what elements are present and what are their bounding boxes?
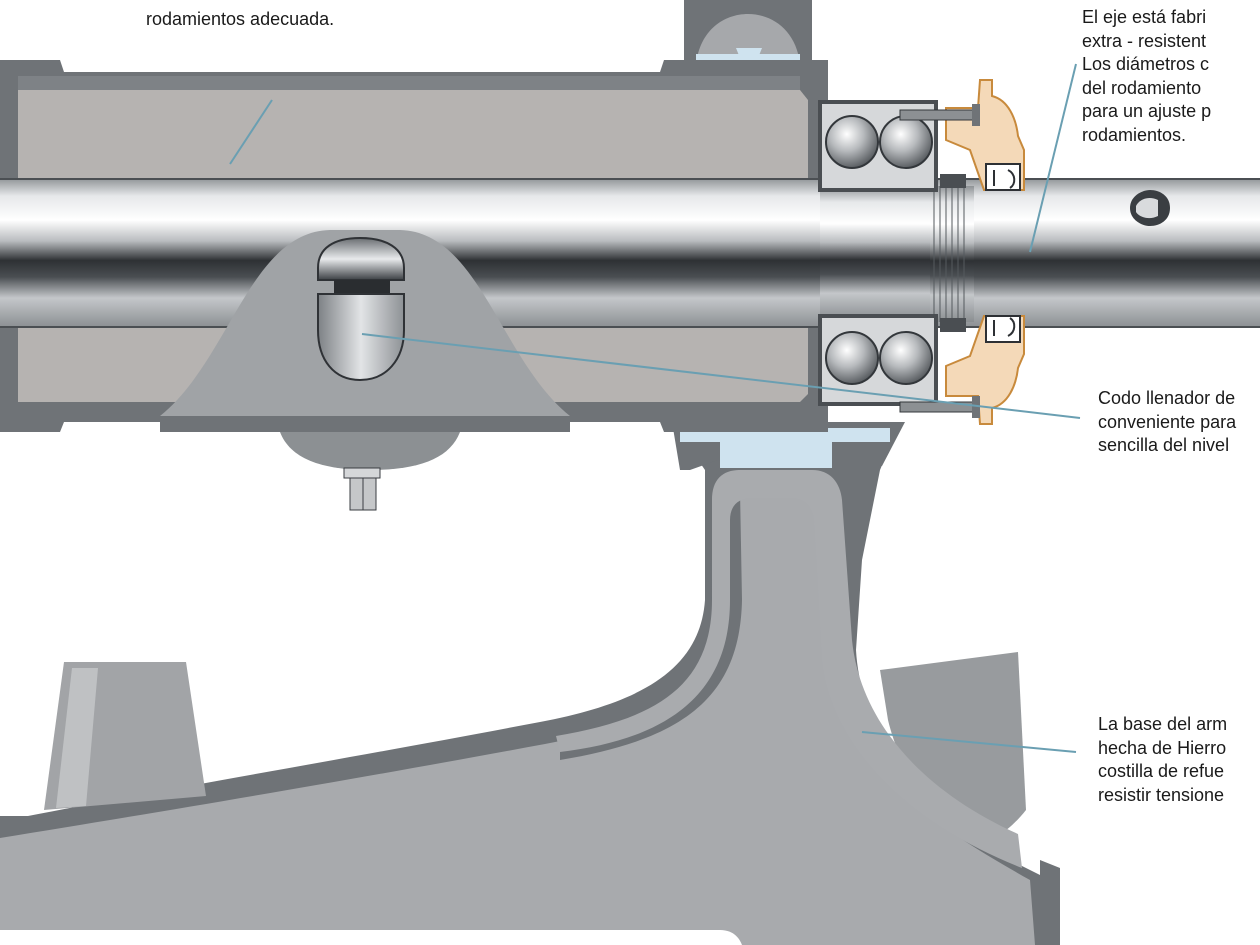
- top-lifting-boss: [684, 0, 812, 68]
- callout-line: hecha de Hierro: [1098, 737, 1227, 758]
- callout-line: Codo llenador de: [1098, 388, 1236, 408]
- leader-shaft: [1029, 63, 1077, 253]
- ball-bearings: [818, 100, 938, 406]
- callout-line: El eje está fabri: [1082, 7, 1207, 27]
- frame-base: [0, 422, 1060, 945]
- callout-line: del rodamiento: [1082, 77, 1202, 98]
- callout-oil-filler: Codo llenador de conveniente para sencil…: [1098, 387, 1236, 458]
- callout-base: La base del arm hecha de Hierro costilla…: [1098, 713, 1227, 807]
- callout-line: costilla de refue: [1098, 761, 1225, 781]
- callout-line: sencilla del nivel: [1098, 435, 1230, 455]
- oil-filler-elbow: [317, 236, 405, 382]
- callout-line: conveniente para: [1098, 411, 1237, 432]
- callout-line: extra - resistent: [1082, 30, 1207, 51]
- leader-base: [861, 731, 1077, 753]
- callout-line: Los diámetros c: [1082, 54, 1210, 74]
- leader-lines: [229, 63, 1081, 753]
- leader-oil-filler: [361, 333, 1081, 419]
- callout-shaft: El eje está fabri extra - resistent Los …: [1082, 6, 1211, 147]
- leader-bearing-housing: [229, 99, 273, 165]
- callout-line: La base del arm: [1098, 714, 1228, 734]
- callout-bearing-housing: rodamientos adecuada.: [146, 8, 334, 32]
- callout-line: para un ajuste p: [1082, 101, 1212, 121]
- shaft: [0, 178, 1260, 328]
- callout-line: rodamientos adecuada.: [146, 9, 335, 29]
- callout-line: rodamientos.: [1082, 124, 1187, 145]
- callout-line: resistir tensione: [1098, 784, 1225, 805]
